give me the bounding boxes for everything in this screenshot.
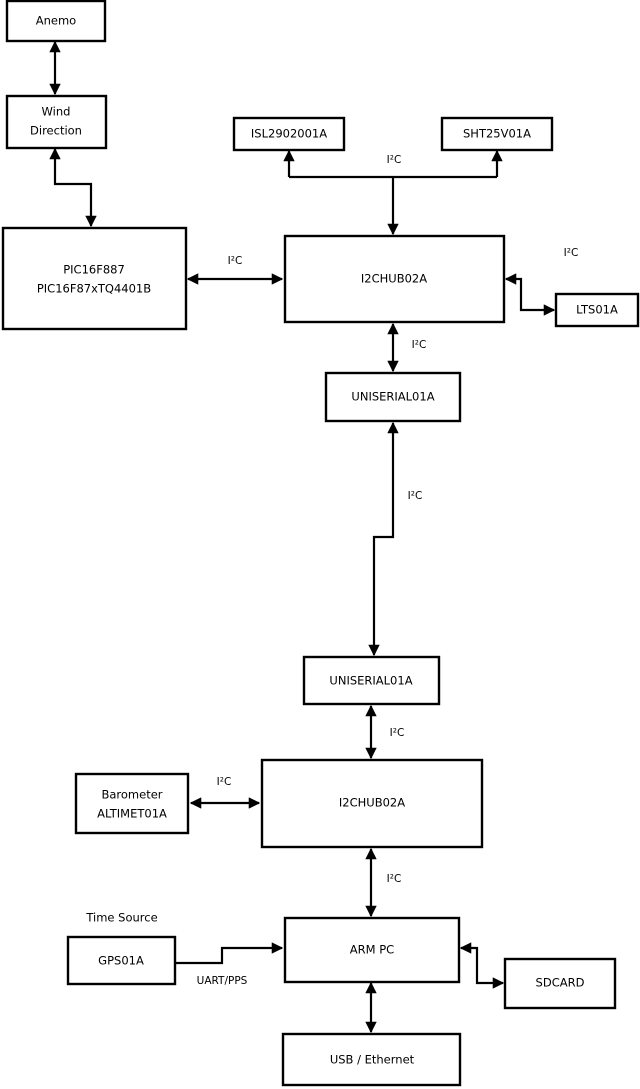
node-arm-pc-label: ARM PC xyxy=(350,943,394,957)
connector-wind-pic xyxy=(49,147,97,228)
node-uniserial01a-top-label: UNISERIAL01A xyxy=(351,390,434,404)
node-lts01a[interactable]: LTS01A xyxy=(554,292,640,328)
edge-label-uart-pps: UART/PPS xyxy=(197,975,248,987)
node-barometer[interactable]: Barometer ALTIMET01A xyxy=(74,772,190,835)
node-uniserial01a-bottom-label: UNISERIAL01A xyxy=(329,674,412,688)
node-i2chub02a-bottom-label: I2CHUB02A xyxy=(339,796,405,810)
node-wind-direction-label-line1: Wind xyxy=(42,105,71,119)
edge-label-i2c-isl-sht: I²C xyxy=(387,154,402,166)
node-barometer-label-line2: ALTIMET01A xyxy=(97,807,167,821)
edge-label-i2c-baro-hub2: I²C xyxy=(217,776,232,788)
node-sht25v01a-label: SHT25V01A xyxy=(463,127,531,141)
edge-label-i2c-uniserial-link: I²C xyxy=(408,490,423,502)
edge-label-i2c-uniserial-hub2: I²C xyxy=(390,727,405,739)
connector-gps-armpc xyxy=(175,942,284,965)
node-isl2902001a-label: ISL2902001A xyxy=(251,127,327,141)
node-wind-direction[interactable]: Wind Direction xyxy=(5,94,108,150)
node-arm-pc[interactable]: ARM PC xyxy=(283,916,461,984)
node-pic-mcu-label-line1: PIC16F887 xyxy=(63,263,125,277)
node-i2chub02a-top-label: I2CHUB02A xyxy=(361,272,427,286)
node-usb-ethernet[interactable]: USB / Ethernet xyxy=(281,1032,462,1087)
node-uniserial01a-bottom[interactable]: UNISERIAL01A xyxy=(302,655,441,706)
free-label-time-source: Time Source xyxy=(85,911,157,925)
connector-hubtop-lts xyxy=(504,273,556,316)
edge-label-i2c-hub2-armpc: I²C xyxy=(387,873,402,885)
node-anemo[interactable]: Anemo xyxy=(5,0,107,43)
node-i2chub02a-bottom[interactable]: I2CHUB02A xyxy=(260,758,484,849)
node-sdcard-label: SDCARD xyxy=(536,976,585,990)
connector-uniserial-link xyxy=(368,421,399,657)
node-sdcard[interactable]: SDCARD xyxy=(503,957,617,1010)
connector-armpc-sdcard xyxy=(459,942,505,989)
node-wind-direction-label-line2: Direction xyxy=(30,124,82,138)
node-lts01a-label: LTS01A xyxy=(576,303,618,317)
edge-label-i2c-pic-hub: I²C xyxy=(228,255,243,267)
node-isl2902001a[interactable]: ISL2902001A xyxy=(232,116,346,152)
node-gps01a[interactable]: GPS01A xyxy=(66,935,177,986)
edge-label-i2c-hub-uniserial: I²C xyxy=(412,339,427,351)
node-sht25v01a[interactable]: SHT25V01A xyxy=(440,116,554,152)
node-usb-ethernet-label: USB / Ethernet xyxy=(330,1053,415,1067)
node-barometer-label-line1: Barometer xyxy=(101,788,162,802)
node-pic-mcu-label-line2: PIC16F87xTQ4401B xyxy=(37,282,151,296)
node-pic-mcu[interactable]: PIC16F887 PIC16F87xTQ4401B xyxy=(1,226,188,331)
node-anemo-label: Anemo xyxy=(36,14,76,28)
node-gps01a-label: GPS01A xyxy=(98,954,144,968)
node-i2chub02a-top[interactable]: I2CHUB02A xyxy=(283,234,506,324)
node-uniserial01a-top[interactable]: UNISERIAL01A xyxy=(324,371,462,423)
edge-label-i2c-hub-lts: I²C xyxy=(564,247,579,259)
